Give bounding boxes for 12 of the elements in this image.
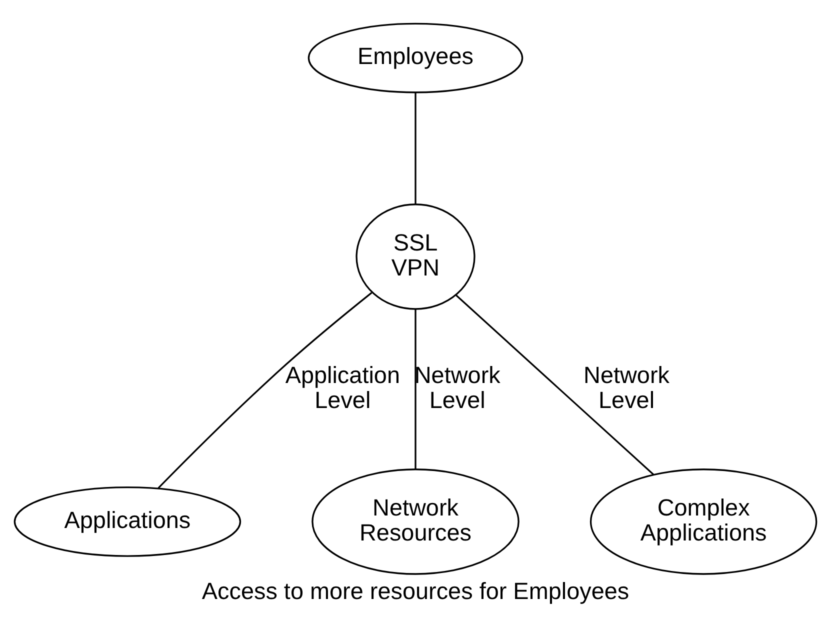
node-ellipse: Employees: [308, 22, 524, 93]
edge-label: Network Level: [584, 361, 670, 412]
node-ellipse: SSL VPN: [356, 203, 476, 310]
connector: [456, 294, 654, 475]
edge-label: Application Level: [285, 361, 400, 412]
node-ellipse: Network Resources: [312, 468, 520, 574]
connector: [158, 292, 372, 488]
node-ellipse: Complex Applications: [590, 468, 818, 574]
caption: Access to more resources for Employees: [202, 578, 630, 604]
node-ellipse: Applications: [14, 486, 242, 556]
connector: [414, 308, 416, 469]
connector: [414, 92, 416, 204]
